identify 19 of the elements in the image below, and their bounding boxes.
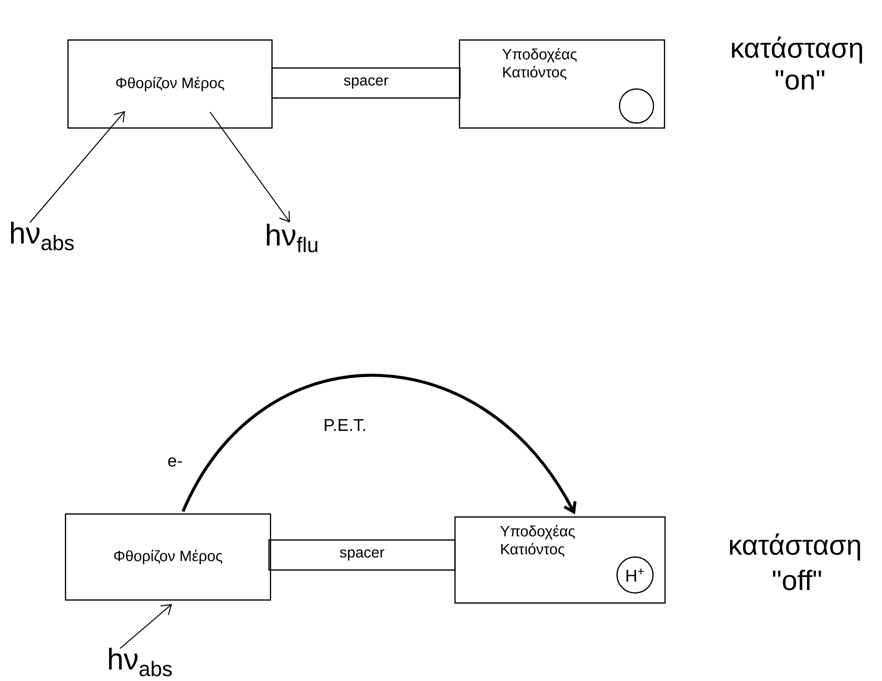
- labeled-box: Φθορίζον Μέρος: [64, 513, 272, 601]
- state-label: "off": [772, 570, 822, 590]
- labeled-box: Υποδοχέας Κατιόντος: [458, 39, 666, 129]
- arrow: [120, 604, 172, 650]
- state-label: "on": [776, 70, 824, 90]
- photon-label: hν$_{abs}$: [11, 222, 74, 250]
- labeled-box: Φθορίζον Μέρος: [67, 39, 273, 129]
- state-label: κατάσταση: [730, 534, 860, 560]
- electron-label: e-: [168, 457, 182, 467]
- labeled-box: spacer: [271, 67, 461, 99]
- circle: [618, 88, 654, 124]
- photon-label: hν$_{abs}$: [109, 648, 172, 676]
- arrow: [182, 374, 576, 514]
- arrow: [210, 112, 290, 223]
- photon-label: hν$_{flu}$: [266, 224, 318, 252]
- state-label: κατάσταση: [732, 36, 862, 64]
- edge-label: P.E.T.: [322, 418, 368, 432]
- arrow: [30, 111, 125, 223]
- labeled-box: spacer: [268, 539, 456, 571]
